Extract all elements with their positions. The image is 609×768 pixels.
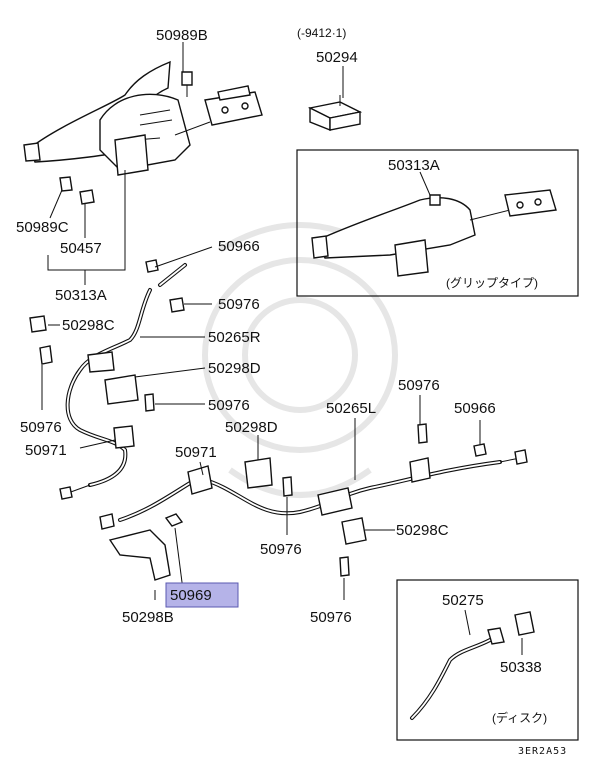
grip-type-inset-box [296,149,579,297]
label-50976-e: 50976 [260,541,302,558]
label-50298C-left: 50298C [62,317,115,334]
label-50976-d: 50976 [20,419,62,436]
bracket-50298B-part [108,513,184,581]
disc-inset-box [396,579,579,741]
cable-50971-part [99,465,213,530]
label-50298D-mid: 50298D [225,419,278,436]
leader-lines [41,42,523,655]
label-50294: 50294 [316,49,358,66]
label-50265R: 50265R [208,329,261,346]
label-50976-a: 50976 [218,296,260,313]
disc-cable-part [410,611,535,720]
label-50298D-top: 50298D [208,360,261,377]
label-50275: 50275 [442,592,484,609]
label-50966-right: 50966 [454,400,496,417]
label-50313A: 50313A [55,287,107,304]
label-50966-top: 50966 [218,238,260,255]
label-50976-f: 50976 [310,609,352,626]
label-50338: 50338 [500,659,542,676]
label-50457: 50457 [60,240,102,257]
label-50298B: 50298B [122,609,174,626]
highlight-50969 [165,582,239,608]
clip-50298D-mid-part [244,457,273,489]
grip-type-lever [311,189,557,277]
cable-end-50966-top-part [158,263,187,287]
label-50298C-right: 50298C [396,522,449,539]
label-50971-left: 50971 [25,442,67,459]
clip-50298C-right-part [341,517,367,545]
label-50989C: 50989C [16,219,69,236]
parking-brake-lever [23,60,263,176]
label-grip-type: (グリップタイプ) [446,276,538,290]
label-50976-b: 50976 [398,377,440,394]
label-50989B: 50989B [156,27,208,44]
cable-50265R-part [59,288,152,500]
labels: (-9412·1) 50989B 50294 50313A 50989C 504… [16,26,567,757]
watermark-emblem [202,222,398,498]
label-50265L: 50265L [326,400,376,417]
label-50976-c: 50976 [208,397,250,414]
label-50971-mid: 50971 [175,444,217,461]
label-50313A-inset: 50313A [388,157,440,174]
bolts [29,176,487,577]
top-note: (-9412·1) [297,26,346,40]
cable-50265L-part [203,449,528,516]
label-disc: (ディスク) [492,710,547,725]
bracket-50294-part [307,95,363,132]
diagram-code: 3ER2A53 [518,746,567,757]
label-50969: 50969 [170,587,212,604]
clip-50298D-top-part [104,374,139,405]
